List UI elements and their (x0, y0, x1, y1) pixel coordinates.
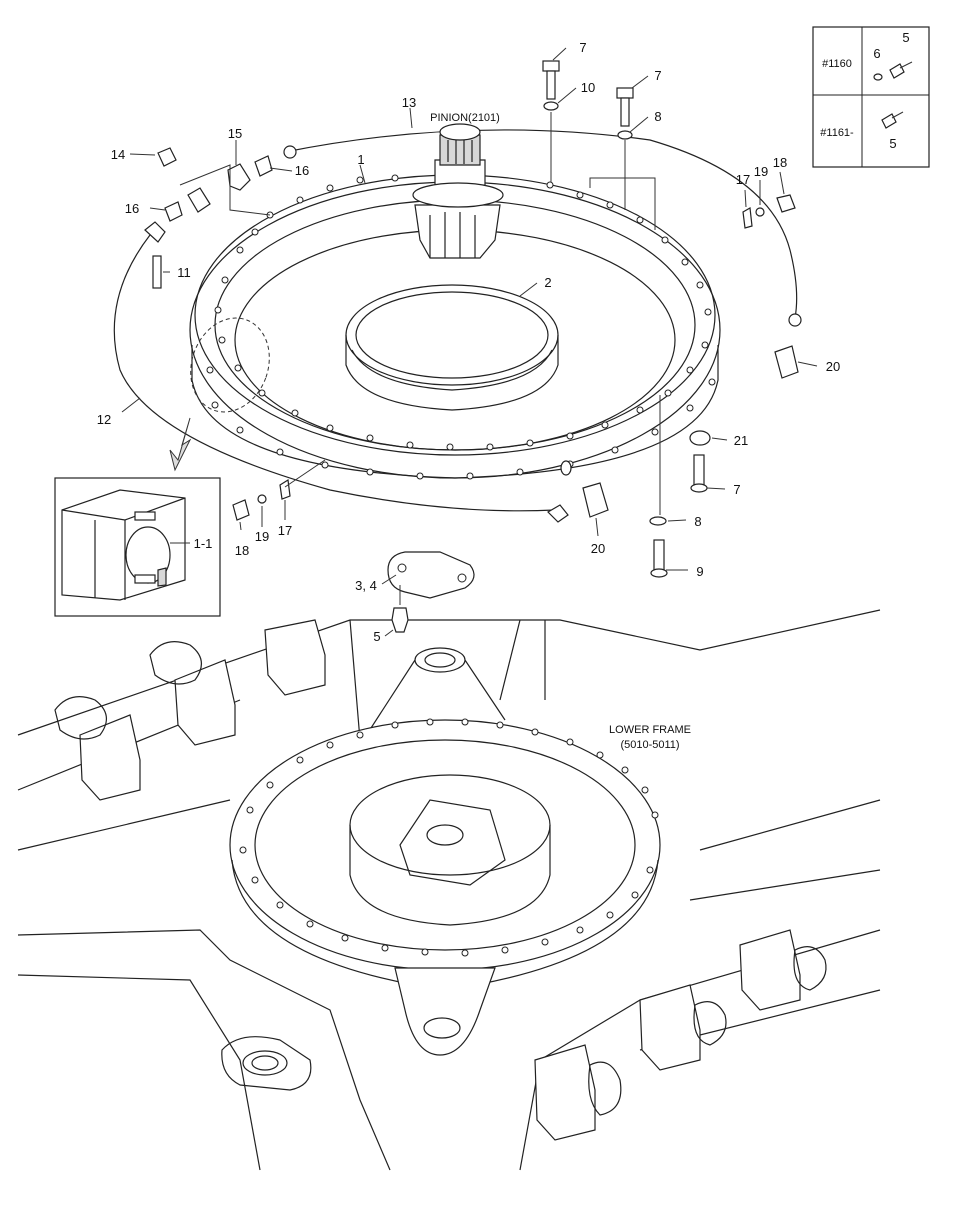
lower-left-fittings (232, 459, 609, 521)
callout-17b: 17 (278, 523, 292, 538)
callout-12: 12 (97, 412, 111, 427)
callout-14: 14 (111, 147, 125, 162)
upper-left-fittings (152, 147, 273, 289)
callout-box-5b: 5 (889, 136, 896, 151)
callout-7a: 7 (579, 40, 586, 55)
callout-21: 21 (734, 433, 748, 448)
callout-7c: 7 (733, 482, 740, 497)
bearing-bolt-holes (206, 174, 716, 480)
leader-lines (121, 47, 818, 637)
upper-left-rollers (54, 619, 326, 801)
callout-box-6: 6 (873, 46, 880, 61)
serial-box: #1160 #1161- 6 5 5 (812, 26, 930, 168)
callout-5: 5 (373, 629, 380, 644)
grease-lines (113, 129, 802, 523)
callout-19a: 19 (754, 164, 768, 179)
lower-right-rollers (534, 929, 827, 1141)
callout-20a: 20 (826, 359, 840, 374)
serial-box-1-label: #1160 (822, 58, 852, 70)
callout-13: 13 (402, 95, 416, 110)
callout-17a: 17 (736, 172, 750, 187)
serial-box-2-label: #1161- (820, 127, 854, 139)
detail-arrow (169, 417, 192, 472)
callout-1-1: 1-1 (194, 536, 213, 551)
callout-15: 15 (228, 126, 242, 141)
seal-ring (345, 284, 559, 411)
top-bolts (542, 60, 656, 230)
callout-2: 2 (544, 275, 551, 290)
cover-plate (387, 551, 475, 633)
callout-18b: 18 (235, 543, 249, 558)
lower-frame: LOWER FRAME (5010-5011) (17, 609, 881, 1171)
pinion-label: PINION(2101) (430, 112, 500, 124)
callout-16b: 16 (125, 201, 139, 216)
lower-frame-code: (5010-5011) (620, 739, 679, 751)
pinion: PINION(2101) (412, 112, 504, 259)
callout-1: 1 (357, 152, 364, 167)
callout-19b: 19 (255, 529, 269, 544)
callouts: 7 10 7 8 13 1 15 14 16 16 11 12 2 17 19 … (97, 40, 840, 644)
callout-10: 10 (581, 80, 595, 95)
detail-circle (190, 317, 270, 413)
callout-11: 11 (177, 265, 191, 280)
callout-7b: 7 (654, 68, 661, 83)
callout-8a: 8 (654, 109, 661, 124)
right-fittings (649, 194, 799, 578)
lower-frame-title: LOWER FRAME (609, 724, 691, 736)
callout-box-5a: 5 (902, 30, 909, 45)
callout-8b: 8 (694, 514, 701, 529)
callout-9: 9 (696, 564, 703, 579)
callout-3-4: 3, 4 (355, 578, 377, 593)
callout-16a: 16 (295, 163, 309, 178)
callout-20b: 20 (591, 541, 605, 556)
frame-ring-holes (239, 718, 659, 957)
detail-inset (54, 477, 221, 617)
callout-18a: 18 (773, 155, 787, 170)
